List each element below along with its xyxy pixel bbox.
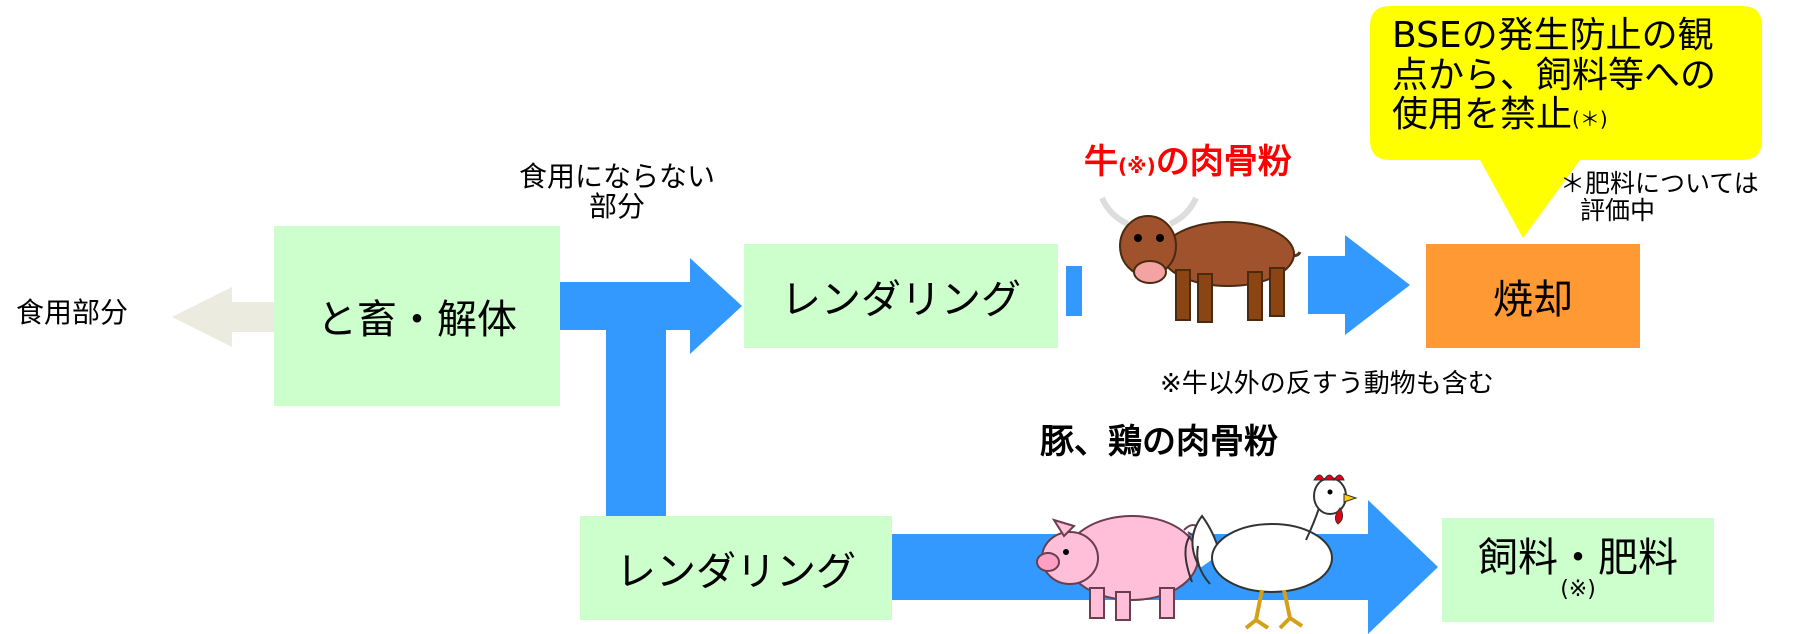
to-rendering-bottom-arrow (606, 326, 666, 516)
callout-line3: 使用を禁止(＊) (1392, 95, 1716, 135)
callout-text: BSEの発生防止の観 点から、飼料等への 使用を禁止(＊) (1392, 16, 1716, 135)
fertilizer-note-line2: 評価中 (1580, 196, 1656, 225)
callout-line3-main: 使用を禁止 (1392, 94, 1573, 136)
cattle-mbm-main: 牛 (1084, 142, 1118, 182)
feed-fertilizer-box: 飼料・肥料 (※) (1442, 518, 1714, 622)
callout-mark: (＊) (1572, 107, 1608, 132)
fertilizer-note-line1: ＊肥料については (1560, 169, 1759, 198)
inedible-part-label: 食用にならない 部分 (494, 160, 740, 224)
rooster-illustration (1184, 474, 1358, 630)
slaughter-box: と畜・解体 (274, 226, 560, 406)
edible-part-label: 食用部分 (16, 296, 129, 329)
incineration-box: 焼却 (1426, 244, 1640, 348)
cattle-mbm-mark: (※) (1118, 154, 1156, 178)
cattle-mbm-rest: の肉骨粉 (1155, 142, 1292, 182)
rendering-top-output-stub (1066, 266, 1082, 316)
feed-fertilizer-label: 飼料・肥料 (1478, 534, 1678, 581)
callout-line1: BSEの発生防止の観 (1392, 15, 1714, 56)
to-incineration-arrow (1308, 235, 1410, 335)
ruminant-note: ※牛以外の反すう動物も含む (1160, 369, 1494, 399)
pig-chicken-mbm-title: 豚、鶏の肉骨粉 (1040, 422, 1278, 462)
cow-illustration (1099, 196, 1302, 323)
rendering-bottom-box: レンダリング (580, 516, 892, 620)
cattle-mbm-title: 牛(※)の肉骨粉 (1084, 144, 1292, 181)
rendering-bottom-label: レンダリング (616, 549, 856, 595)
slaughter-label: と畜・解体 (317, 297, 517, 343)
edible-part-arrow (172, 287, 290, 347)
inedible-part-line1: 食用にならない (518, 160, 715, 193)
fertilizer-note: ＊肥料については 評価中 (1560, 170, 1759, 224)
inedible-part-line2: 部分 (588, 190, 645, 224)
to-rendering-top-arrow (556, 258, 742, 354)
feed-fertilizer-mark: (※) (1560, 576, 1596, 602)
callout-bubble (1370, 6, 1762, 238)
rendering-top-box: レンダリング (744, 244, 1058, 348)
callout-line2: 点から、飼料等への (1392, 54, 1717, 96)
rendering-top-label: レンダリング (781, 277, 1021, 323)
incineration-label: 焼却 (1493, 277, 1573, 323)
pig-illustration (1036, 515, 1202, 621)
